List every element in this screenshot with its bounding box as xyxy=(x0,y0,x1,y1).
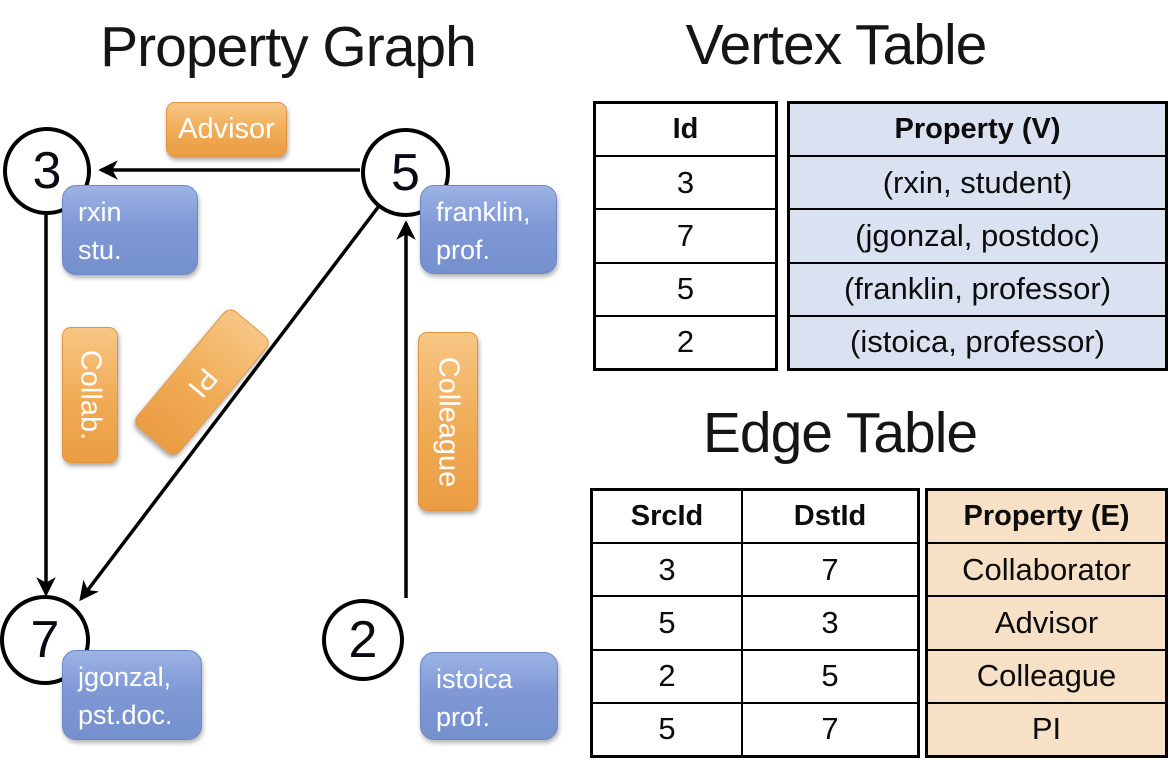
property-box-2-line1: istoica xyxy=(436,664,513,694)
property-box-node-3: rxin stu. xyxy=(62,185,198,275)
vertex-table-property-cell: (franklin, professor) xyxy=(790,261,1165,315)
edge-label-colleague: Colleague xyxy=(418,332,478,511)
property-box-node-2: istoica prof. xyxy=(420,652,558,740)
graph-node-3: 3 xyxy=(3,127,91,215)
edge-label-pi: PI xyxy=(131,305,273,459)
edge-table-header-srcid: SrcId xyxy=(630,500,704,533)
property-box-node-7: jgonzal, pst.doc. xyxy=(62,650,202,740)
property-box-5-line1: franklin, xyxy=(436,197,531,227)
vertex-table-id-cell: 5 xyxy=(596,261,775,315)
edge-table-header-row: SrcId DstId xyxy=(593,491,917,543)
property-box-5-line2: prof. xyxy=(436,235,491,265)
property-graph-title: Property Graph xyxy=(100,15,477,79)
edge-label-collab-text: Collab. xyxy=(74,349,107,441)
vertex-table-property-cell: (istoica, professor) xyxy=(790,314,1165,368)
edge-table-dst-cell: 7 xyxy=(741,703,917,756)
edge-table-header-property: Property (E) xyxy=(963,500,1130,533)
vertex-table-id-cell: 7 xyxy=(596,208,775,261)
edge-label-colleague-text: Colleague xyxy=(432,356,465,487)
edge-table-title: Edge Table xyxy=(702,401,978,465)
vertex-table-header-id: Id xyxy=(672,113,699,146)
vertex-table-property-cell: (rxin, student) xyxy=(790,155,1165,208)
edge-table-property-cell: PI xyxy=(928,701,1165,755)
edge-table-src-cell: 2 xyxy=(658,658,676,694)
property-box-7-line2: pst.doc. xyxy=(78,700,173,730)
edge-table-row: 3 7 xyxy=(593,542,917,596)
property-box-node-5: franklin, prof. xyxy=(420,185,557,274)
property-box-3-line2: stu. xyxy=(78,235,122,265)
vertex-table-id-cell: 3 xyxy=(596,155,775,208)
edge-table-property-cell: Advisor xyxy=(928,595,1165,648)
edge-table-property-cell: Colleague xyxy=(928,648,1165,702)
node-2-id: 2 xyxy=(348,611,378,669)
edge-label-advisor: Advisor xyxy=(166,102,287,157)
edge-table-src-cell: 5 xyxy=(658,711,676,747)
graph-node-2: 2 xyxy=(322,599,404,681)
edge-label-pi-text: PI xyxy=(181,361,224,404)
edge-table-row: 5 7 xyxy=(593,701,917,756)
edge-table-dst-cell: 5 xyxy=(741,650,917,702)
edge-label-collab: Collab. xyxy=(62,327,118,463)
node-5-id: 5 xyxy=(391,143,420,202)
edge-label-advisor-text: Advisor xyxy=(178,113,275,145)
property-box-3-line1: rxin xyxy=(78,197,122,227)
vertex-table-title: Vertex Table xyxy=(685,13,988,77)
edge-table-row: 5 3 xyxy=(593,595,917,649)
edge-table-property-cell: Collaborator xyxy=(928,542,1165,595)
vertex-table-id-column: Id 3 7 5 2 xyxy=(593,101,778,371)
property-box-2-line2: prof. xyxy=(436,702,491,732)
edge-table-property-column: Property (E) Collaborator Advisor Collea… xyxy=(925,488,1168,758)
edge-table-src-cell: 5 xyxy=(658,605,676,640)
edge-table-dst-cell: 7 xyxy=(741,544,917,596)
edge-table-header-dstid: DstId xyxy=(741,491,917,543)
vertex-table-property-column: Property (V) (rxin, student) (jgonzal, p… xyxy=(787,101,1168,371)
vertex-table-header-property: Property (V) xyxy=(894,113,1061,146)
property-box-7-line1: jgonzal, xyxy=(78,662,172,692)
node-3-id: 3 xyxy=(32,142,62,200)
graph-node-5: 5 xyxy=(361,128,450,217)
vertex-table-id-cell: 2 xyxy=(596,314,775,368)
edge-table-src-cell: 3 xyxy=(658,551,676,587)
vertex-table-property-cell: (jgonzal, postdoc) xyxy=(790,208,1165,261)
edge-table-row: 2 5 xyxy=(593,648,917,702)
edge-table-dst-cell: 3 xyxy=(741,597,917,649)
node-7-id: 7 xyxy=(30,611,60,669)
edge-table-id-columns: SrcId DstId 3 7 5 3 2 5 5 7 xyxy=(590,488,920,758)
